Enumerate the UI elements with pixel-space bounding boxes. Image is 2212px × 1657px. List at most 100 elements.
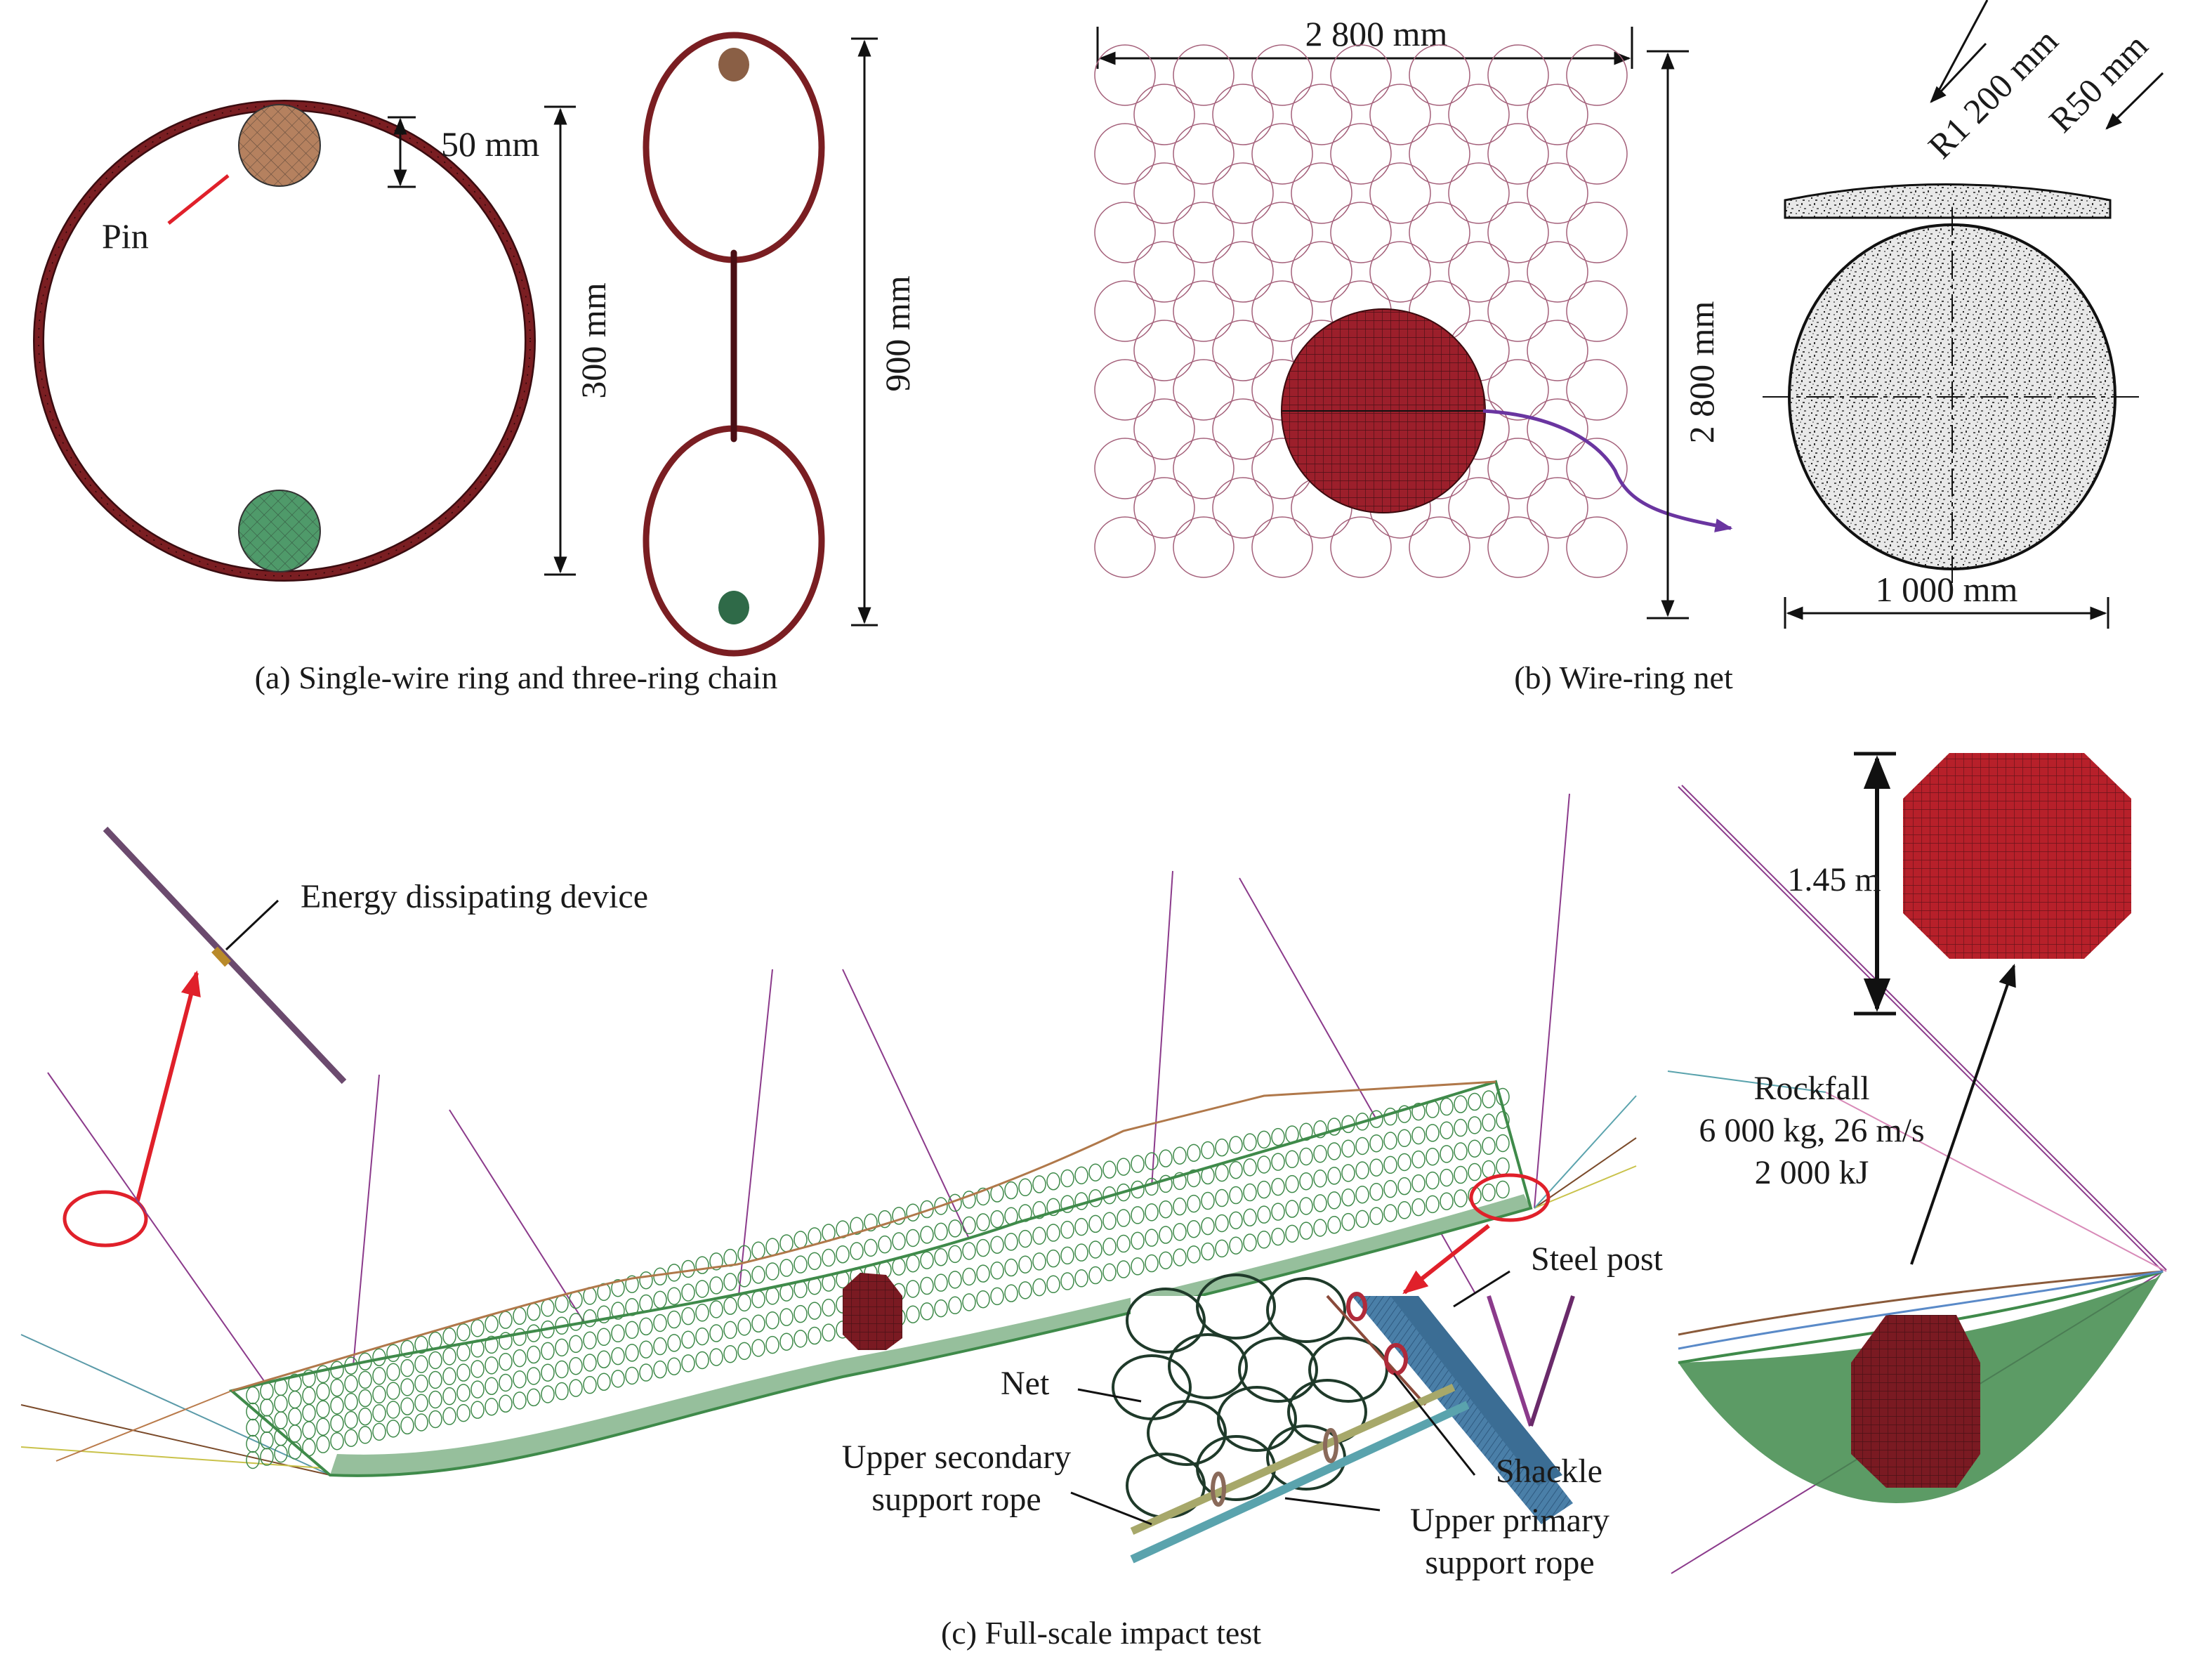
impact-net-ring bbox=[513, 1349, 527, 1368]
net-ring bbox=[1173, 438, 1235, 499]
inset-net-ring bbox=[1147, 1400, 1227, 1466]
impact-net-ring bbox=[667, 1334, 681, 1352]
impact-net-ring bbox=[555, 1338, 569, 1357]
net-ring-offset bbox=[1133, 162, 1195, 224]
net-ring bbox=[1409, 123, 1470, 185]
impact-net-ring bbox=[737, 1269, 751, 1288]
impact-net-ring bbox=[1229, 1186, 1243, 1205]
impact-net-ring bbox=[1046, 1249, 1060, 1268]
impact-net-ring bbox=[1482, 1113, 1496, 1132]
impact-net-ring bbox=[976, 1187, 990, 1206]
impact-net-ring bbox=[681, 1259, 695, 1278]
impact-net-ring bbox=[541, 1320, 555, 1339]
impact-net-ring bbox=[400, 1378, 414, 1396]
impact-net-ring bbox=[667, 1310, 681, 1329]
impact-net-ring bbox=[330, 1396, 344, 1415]
impact-net-ring bbox=[850, 1242, 864, 1260]
chain-length-dimension bbox=[851, 37, 878, 627]
impact-net-ring bbox=[485, 1356, 499, 1375]
impact-net-ring bbox=[597, 1350, 611, 1369]
impact-net-ring bbox=[1215, 1239, 1229, 1258]
impact-net-ring bbox=[485, 1377, 499, 1396]
impact-net-ring bbox=[1201, 1217, 1215, 1236]
impact-net-ring bbox=[808, 1252, 822, 1271]
impact-net-ring bbox=[583, 1354, 597, 1372]
impact-net-ring bbox=[470, 1401, 485, 1419]
impact-net-ring bbox=[1341, 1139, 1355, 1158]
steel-post-leader bbox=[1453, 1270, 1510, 1308]
net-ring bbox=[1173, 123, 1235, 185]
impact-net-ring bbox=[878, 1210, 892, 1229]
impact-net-ring bbox=[990, 1210, 1004, 1229]
net-ring bbox=[1251, 123, 1313, 185]
impact-net-ring bbox=[330, 1361, 344, 1380]
impact-net-ring bbox=[1243, 1183, 1257, 1202]
impact-net-ring bbox=[709, 1252, 723, 1271]
steel-post-arrow bbox=[1402, 1224, 1490, 1295]
impact-net-ring bbox=[1383, 1179, 1397, 1198]
impact-net-ring bbox=[1032, 1200, 1046, 1219]
impact-net-ring bbox=[1341, 1115, 1355, 1134]
caption-a: (a) Single-wire ring and three-ring chai… bbox=[255, 660, 778, 695]
impact-net-ring bbox=[639, 1340, 653, 1358]
impact-net-ring bbox=[1411, 1198, 1426, 1217]
impact-net-ring bbox=[934, 1197, 948, 1215]
impact-net-ring bbox=[1187, 1194, 1201, 1213]
impact-net-ring bbox=[1046, 1198, 1060, 1217]
net-ring-offset bbox=[1448, 84, 1510, 145]
impact-net-ring bbox=[400, 1340, 414, 1358]
impact-net-ring bbox=[1074, 1217, 1088, 1236]
impact-net-ring bbox=[625, 1298, 639, 1316]
impact-net-ring bbox=[948, 1245, 962, 1264]
impact-net-ring bbox=[386, 1401, 400, 1419]
impact-net-ring bbox=[372, 1422, 386, 1441]
impact-net-ring bbox=[1243, 1158, 1257, 1177]
edge-ropes-right bbox=[1678, 1270, 2164, 1350]
impact-net-ring bbox=[1060, 1169, 1074, 1188]
impact-net-ring bbox=[906, 1254, 920, 1273]
impact-net-ring bbox=[569, 1335, 583, 1354]
net-ring bbox=[1409, 516, 1470, 578]
impact-net-ring bbox=[1383, 1107, 1397, 1126]
upper-support-rope bbox=[231, 1080, 1496, 1392]
impact-net-ring bbox=[442, 1407, 456, 1425]
impact-net-ring bbox=[1215, 1138, 1229, 1157]
net-ring bbox=[1487, 202, 1549, 263]
impact-net-ring bbox=[779, 1308, 794, 1326]
impact-net-ring bbox=[1074, 1269, 1088, 1288]
net-width-label: 2 800 mm bbox=[1305, 14, 1448, 53]
impact-net-ring bbox=[1369, 1158, 1383, 1177]
ring-diameter-label: 300 mm bbox=[574, 282, 613, 398]
impact-net-ring bbox=[906, 1280, 920, 1298]
net-ring-offset bbox=[1369, 162, 1431, 224]
impact-net-ring bbox=[414, 1394, 428, 1413]
net-height-dimension bbox=[1647, 50, 1689, 620]
impact-net-ring bbox=[358, 1426, 372, 1444]
impact-net-ring bbox=[962, 1293, 976, 1311]
impact-net-ring bbox=[541, 1363, 555, 1382]
impact-net-ring bbox=[822, 1273, 836, 1292]
net-ring bbox=[1566, 438, 1628, 499]
impact-net-ring bbox=[1187, 1219, 1201, 1238]
impact-net-ring bbox=[611, 1278, 625, 1297]
impact-net-ring bbox=[1117, 1209, 1131, 1227]
impact-net-ring bbox=[990, 1236, 1004, 1254]
impact-net-ring bbox=[442, 1367, 456, 1386]
impact-net-ring bbox=[414, 1355, 428, 1373]
impact-net-ring bbox=[386, 1344, 400, 1363]
impact-net-ring bbox=[1117, 1260, 1131, 1278]
impact-net-ring bbox=[1173, 1146, 1187, 1165]
impact-net-ring bbox=[1440, 1097, 1454, 1116]
impact-net-ring bbox=[737, 1245, 751, 1264]
impact-net-ring bbox=[1313, 1120, 1327, 1139]
impact-net-ring bbox=[765, 1287, 779, 1305]
impact-net-ring bbox=[976, 1264, 990, 1283]
rockfall-energy: 2 000 kJ bbox=[1755, 1154, 1869, 1191]
impact-net-ring bbox=[709, 1276, 723, 1295]
impact-net-ring bbox=[1411, 1150, 1426, 1169]
impact-net-ring bbox=[808, 1302, 822, 1320]
impact-net-ring bbox=[751, 1241, 765, 1259]
impact-net-ring bbox=[864, 1213, 878, 1232]
impact-net-ring bbox=[246, 1418, 260, 1437]
upper-primary-leader bbox=[1284, 1497, 1381, 1512]
